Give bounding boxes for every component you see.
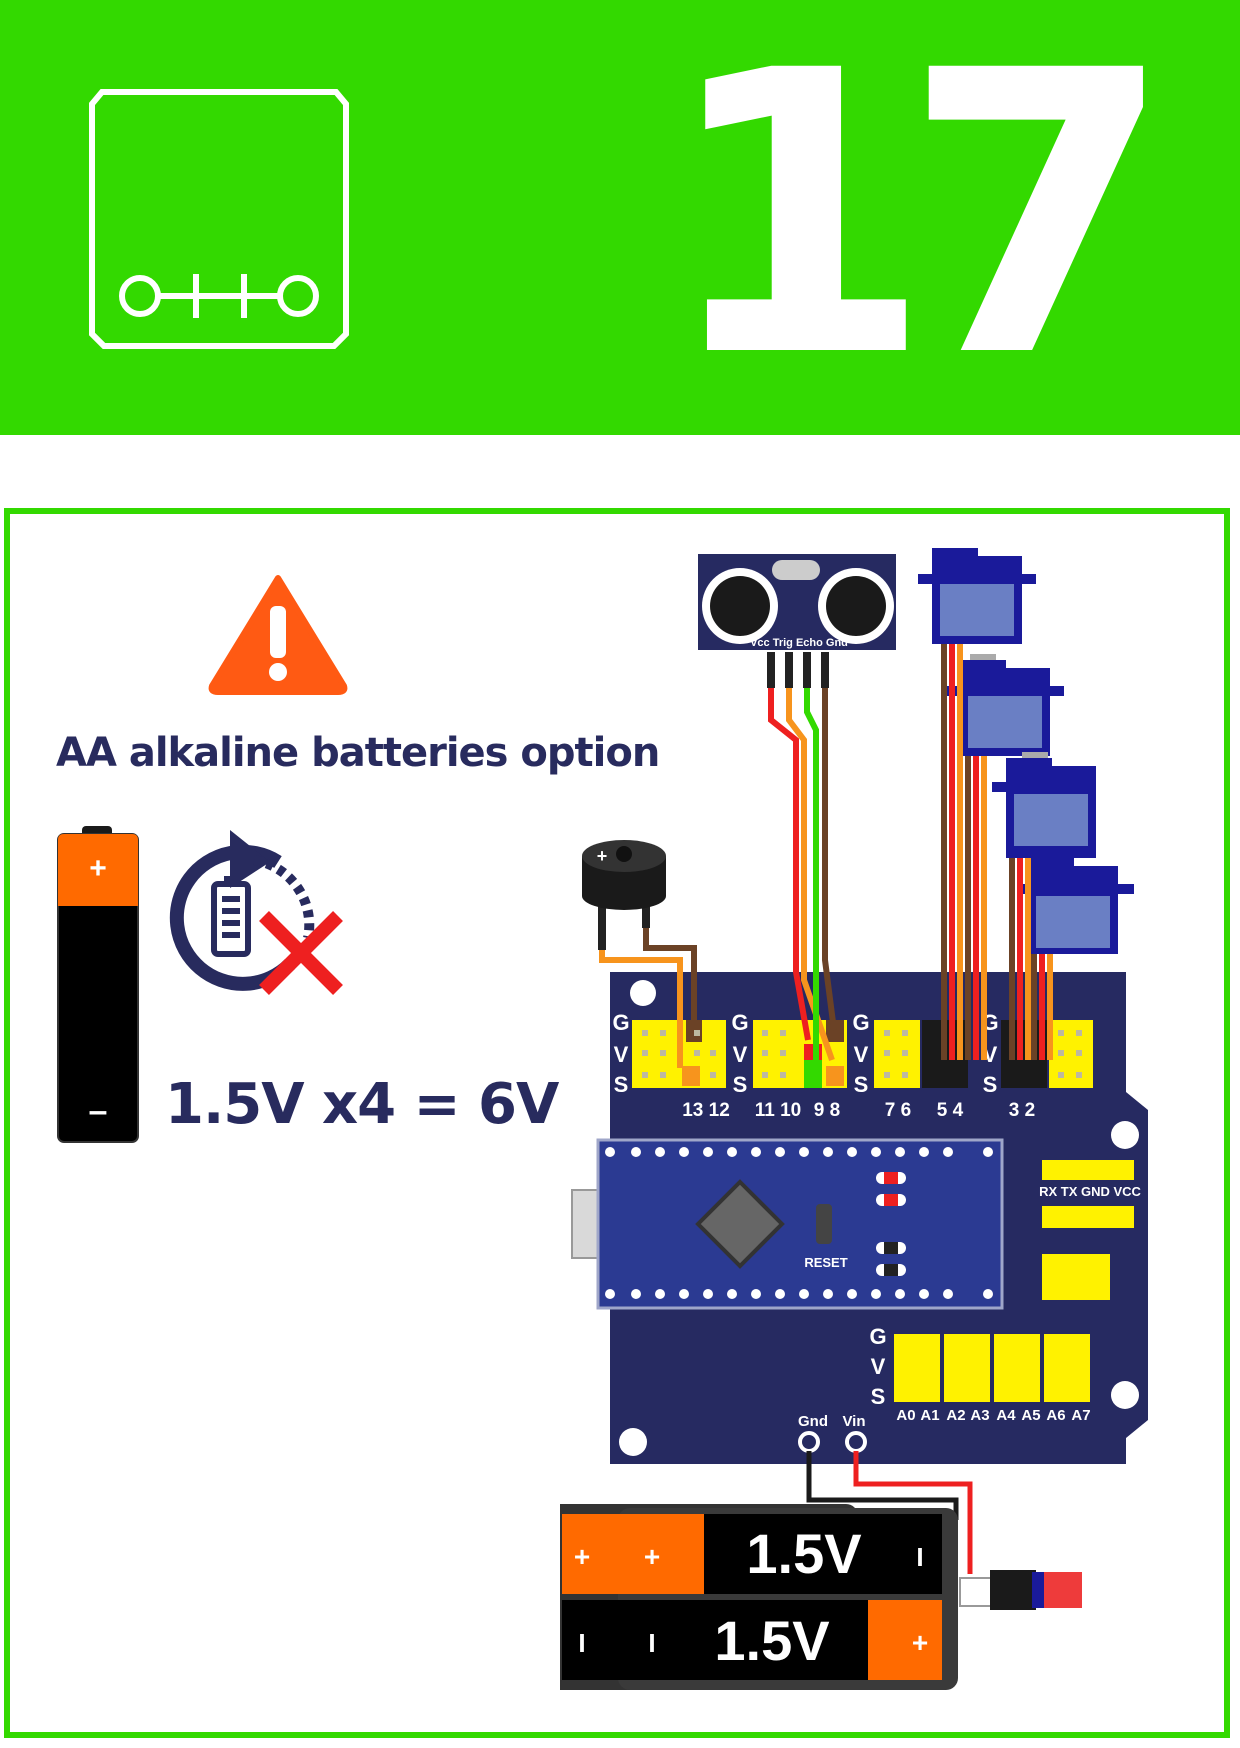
battery-cell-minus: I xyxy=(578,1628,585,1658)
analog-label-a7: A7 xyxy=(1071,1407,1090,1424)
pin-label-11-10: 11 10 xyxy=(755,1100,802,1121)
pin-label-13-12: 13 12 xyxy=(682,1100,730,1121)
wiring-diagram: G V S G V S G V S G V S G V S 13 12 11 1… xyxy=(560,548,1148,1690)
gvs-g: G xyxy=(852,1010,869,1035)
servo-motor xyxy=(1022,858,1134,954)
arduino-nano: RESET xyxy=(571,1138,1004,1310)
battery-cell-plus: + xyxy=(644,1541,660,1572)
battery-cell-minus: I xyxy=(916,1542,923,1572)
pin-label-9-8: 9 8 xyxy=(814,1100,840,1121)
pin-label-7-6: 7 6 xyxy=(885,1100,911,1121)
ultrasonic-sensor: Vcc Trig Echo Gnd xyxy=(698,554,896,688)
gvs-v: V xyxy=(733,1042,748,1067)
header-banner: 17 xyxy=(0,0,1240,435)
no-recharge-icon xyxy=(169,830,343,995)
analog-label-a6: A6 xyxy=(1046,1407,1065,1424)
gvs-s: S xyxy=(854,1072,869,1097)
vin-label: Vin xyxy=(842,1413,865,1430)
gvs-s: S xyxy=(983,1072,998,1097)
aa-battery-plus: + xyxy=(89,852,107,885)
voltage-equation: 1.5V x4 = 6V xyxy=(165,1072,559,1137)
gvs-v: V xyxy=(871,1354,886,1379)
battery-cell-plus: + xyxy=(574,1541,590,1572)
battery-cell-minus: I xyxy=(648,1628,655,1658)
pin-label-3-2: 3 2 xyxy=(1009,1100,1035,1121)
gvs-g: G xyxy=(612,1010,629,1035)
gvs-g: G xyxy=(731,1010,748,1035)
gvs-v: V xyxy=(854,1042,869,1067)
svg-text:+: + xyxy=(597,846,608,866)
content-panel xyxy=(4,508,1230,1738)
buzzer: + xyxy=(582,840,666,950)
otto-logo xyxy=(89,89,349,349)
battery-cell-plus: + xyxy=(912,1627,928,1658)
serial-label: RX TX GND VCC xyxy=(1039,1184,1141,1199)
warning-icon xyxy=(208,575,348,695)
servo-motor xyxy=(918,548,1036,644)
option-title: AA alkaline batteries option xyxy=(56,730,660,776)
battery-cell-label: 1.5V xyxy=(746,1522,861,1585)
battery-cell-label: 1.5V xyxy=(714,1609,829,1672)
analog-label-a4: A4 xyxy=(996,1407,1016,1424)
gnd-label: Gnd xyxy=(798,1413,828,1430)
gvs-v: V xyxy=(614,1042,629,1067)
servo-motor xyxy=(946,654,1064,756)
reset-label: RESET xyxy=(804,1255,847,1270)
sensor-pins-label: Vcc Trig Echo Gnd xyxy=(750,637,848,649)
analog-label-a3: A3 xyxy=(970,1407,989,1424)
analog-label-a1: A1 xyxy=(920,1407,939,1424)
pin-label-5-4: 5 4 xyxy=(937,1100,964,1121)
step-number: 17 xyxy=(661,0,1174,442)
gvs-s: S xyxy=(733,1072,748,1097)
aa-battery-icon: + – xyxy=(57,826,139,1143)
aa-battery-minus: – xyxy=(89,1092,108,1130)
analog-label-a2: A2 xyxy=(946,1407,965,1424)
analog-label-a0: A0 xyxy=(896,1407,915,1424)
servo-motor xyxy=(992,752,1096,858)
gvs-s: S xyxy=(614,1072,629,1097)
gvs-g: G xyxy=(869,1324,886,1349)
analog-label-a5: A5 xyxy=(1021,1407,1040,1424)
power-switch xyxy=(959,1570,1082,1610)
gvs-s: S xyxy=(871,1384,886,1409)
battery-pack: + I + 1.5V I I 1.5V + xyxy=(560,1504,958,1690)
